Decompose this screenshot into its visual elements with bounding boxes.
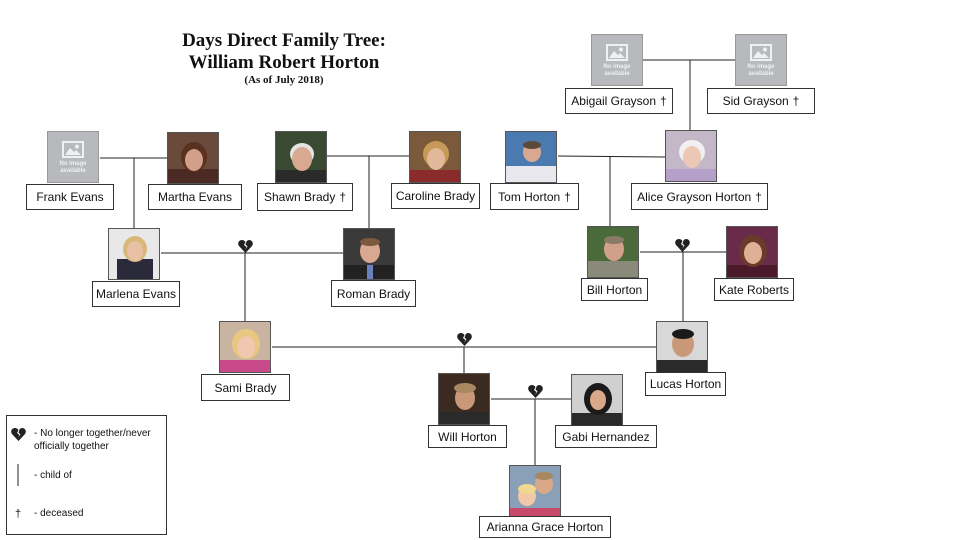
- no-image-text: available: [60, 168, 86, 174]
- no-image-text: available: [604, 71, 630, 77]
- deceased-marker: †: [564, 189, 571, 204]
- name-box-gabi: Gabi Hernandez: [555, 425, 657, 448]
- person-name: Marlena Evans: [95, 287, 177, 301]
- no-image-placeholder-frank: No image available: [47, 131, 99, 183]
- broken-heart-icon: [675, 239, 690, 252]
- couple-line-horton-elder: [557, 155, 666, 158]
- photo-tom: [505, 131, 557, 183]
- name-box-sid: Sid Grayson†: [707, 88, 815, 114]
- name-box-bill: Bill Horton: [581, 278, 648, 301]
- name-box-kate: Kate Roberts: [714, 278, 794, 301]
- person-name: Tom Horton: [498, 189, 561, 204]
- photo-shawn: [275, 131, 327, 183]
- name-box-arianna: Arianna Grace Horton: [479, 516, 611, 538]
- name-box-lucas: Lucas Horton: [645, 372, 726, 396]
- person-name: Martha Evans: [157, 190, 233, 204]
- photo-gabi: [571, 374, 623, 426]
- dagger-icon: †: [15, 508, 22, 520]
- name-box-martha: Martha Evans: [148, 184, 242, 210]
- name-box-alice: Alice Grayson Horton†: [631, 183, 768, 210]
- photo-caroline: [409, 131, 461, 183]
- legend-deceased-text: - deceased: [34, 508, 84, 519]
- image-icon: [606, 44, 628, 61]
- diagram-title: Days Direct Family Tree: William Robert …: [150, 30, 418, 74]
- person-name: Bill Horton: [586, 282, 643, 297]
- person-name: Kate Roberts: [718, 282, 790, 297]
- person-name: Sid Grayson: [722, 94, 789, 108]
- name-box-frank: Frank Evans: [26, 184, 114, 210]
- photo-will: [438, 373, 490, 425]
- no-image-text: available: [748, 71, 774, 77]
- deceased-marker: †: [660, 94, 667, 108]
- child-line-icon: [17, 464, 19, 486]
- person-name: Will Horton: [438, 429, 497, 444]
- legend: - No longer together/never officially to…: [6, 415, 167, 535]
- no-image-text: No image: [747, 64, 775, 70]
- person-name: Gabi Hernandez: [562, 429, 650, 444]
- diagram-subtitle: (As of July 2018): [244, 74, 324, 86]
- name-box-marlena: Marlena Evans: [92, 281, 180, 307]
- person-name: Frank Evans: [36, 190, 104, 204]
- photo-sami: [219, 321, 271, 373]
- person-name: Arianna Grace Horton: [486, 520, 604, 534]
- person-name: Lucas Horton: [649, 377, 722, 391]
- title-line-2: William Robert Horton: [188, 52, 380, 73]
- image-icon: [62, 141, 84, 158]
- name-box-will: Will Horton: [428, 425, 507, 448]
- person-name: Shawn Brady: [263, 190, 336, 204]
- name-box-tom: Tom Horton†: [490, 183, 579, 210]
- person-name: Alice Grayson Horton: [637, 189, 752, 204]
- photo-lucas: [656, 321, 708, 373]
- broken-heart-icon: [238, 240, 253, 253]
- photo-martha: [167, 132, 219, 184]
- name-box-caroline: Caroline Brady: [391, 183, 480, 209]
- photo-roman: [343, 228, 395, 280]
- broken-heart-icon: [457, 333, 472, 346]
- deceased-marker: †: [755, 189, 762, 204]
- no-image-text: No image: [59, 161, 87, 167]
- photo-kate: [726, 226, 778, 278]
- name-box-abigail: Abigail Grayson†: [565, 88, 673, 114]
- no-image-placeholder-sid: No image available: [735, 34, 787, 86]
- deceased-marker: †: [792, 94, 800, 108]
- legend-broken-text: - No longer together/never officially to…: [34, 428, 151, 452]
- no-image-placeholder-abigail: No image available: [591, 34, 643, 86]
- person-name: Abigail Grayson: [571, 94, 657, 108]
- broken-heart-icon: [528, 385, 543, 398]
- person-name: Caroline Brady: [395, 189, 476, 203]
- name-box-sami: Sami Brady: [201, 374, 290, 401]
- person-name: Roman Brady: [336, 286, 411, 301]
- photo-bill: [587, 226, 639, 278]
- photo-alice: [665, 130, 717, 182]
- title-line-1: Days Direct Family Tree:: [182, 30, 386, 51]
- photo-arianna: [509, 465, 561, 517]
- no-image-text: No image: [603, 64, 631, 70]
- name-box-shawn: Shawn Brady†: [257, 183, 353, 211]
- person-name: Sami Brady: [214, 380, 277, 395]
- image-icon: [750, 44, 772, 61]
- photo-marlena: [108, 228, 160, 280]
- name-box-roman: Roman Brady: [331, 280, 416, 307]
- legend-child-text: - child of: [34, 470, 72, 481]
- deceased-marker: †: [339, 190, 347, 204]
- broken-heart-icon: [11, 428, 26, 441]
